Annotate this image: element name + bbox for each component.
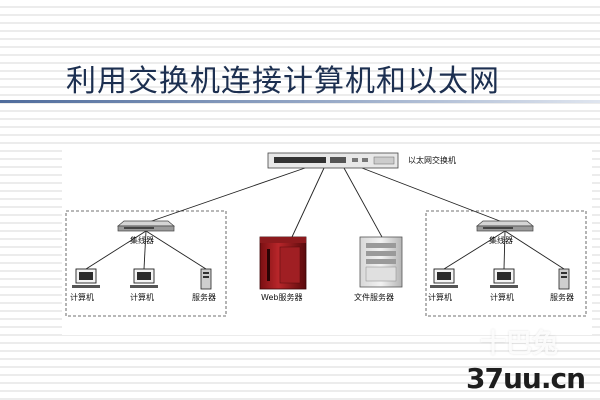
link-left-hub-server [145, 230, 207, 270]
right-computer-1-icon [430, 268, 458, 288]
link-left-hub-computer-1 [85, 230, 147, 270]
link-left-hub-computer-2 [143, 230, 147, 270]
ethernet-switch-icon [267, 152, 399, 169]
left-server-icon [200, 268, 212, 290]
link-switch-left-hub [145, 167, 306, 224]
left-computer-2-label: 计算机 [130, 292, 154, 302]
network-diagram: 以太网交换机 集线器 集线器 计算机 计算机 [62, 145, 592, 335]
left-hub-icon [117, 220, 175, 232]
right-computer-1-label: 计算机 [428, 292, 452, 302]
left-hub-label: 集线器 [130, 235, 154, 245]
link-right-hub-server [504, 230, 565, 270]
link-switch-file-server [343, 167, 383, 238]
ethernet-switch-label: 以太网交换机 [408, 155, 456, 165]
link-switch-web-server [291, 167, 325, 238]
connection-lines [85, 167, 565, 270]
link-right-hub-computer-1 [443, 230, 506, 270]
left-group-frame [65, 210, 227, 317]
web-server-label: Web服务器 [261, 292, 302, 302]
left-computer-1-label: 计算机 [70, 292, 94, 302]
right-computer-2-icon [490, 268, 518, 288]
right-hub-icon [476, 220, 534, 232]
file-server-icon [359, 236, 403, 288]
watermark-site-logo: 37uu.cn [466, 362, 586, 395]
network-diagram-svg: 以太网交换机 集线器 集线器 计算机 计算机 [65, 152, 587, 317]
right-group-frame [425, 210, 587, 317]
web-server-icon [259, 236, 307, 290]
left-computer-2-icon [130, 268, 158, 288]
title-underline [0, 100, 600, 103]
left-server-label: 服务器 [192, 292, 216, 302]
slide-title: 利用交换机连接计算机和以太网 [66, 64, 500, 99]
right-hub-label: 集线器 [489, 235, 513, 245]
left-computer-1-icon [72, 268, 100, 288]
right-computer-2-label: 计算机 [490, 292, 514, 302]
link-switch-right-hub [361, 167, 506, 224]
right-server-label: 服务器 [550, 292, 574, 302]
link-right-hub-computer-2 [503, 230, 506, 270]
file-server-label: 文件服务器 [354, 292, 394, 302]
right-server-icon [558, 268, 570, 290]
watermark-ghost-text: 十巴兔 [480, 329, 559, 359]
